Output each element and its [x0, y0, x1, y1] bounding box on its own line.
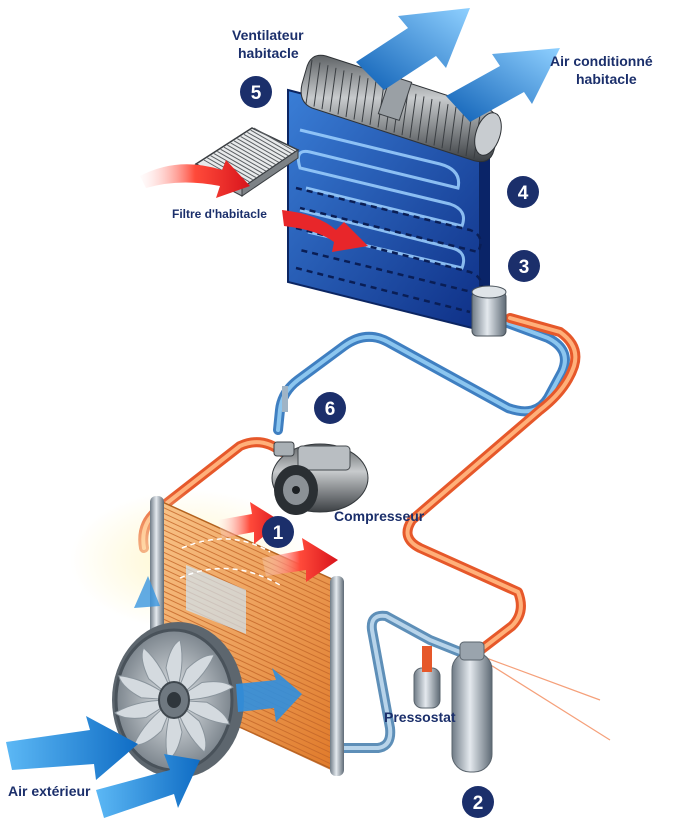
label-air-exterieur: Air extérieur — [8, 783, 91, 799]
receiver-drier — [452, 642, 492, 772]
label-air-cond-line2: habitacle — [576, 71, 637, 87]
cold-air-out-arrow-2 — [446, 48, 560, 122]
marker-4: 4 — [507, 176, 539, 208]
marker-6: 6 — [314, 392, 346, 424]
marker-2: 2 — [462, 786, 494, 818]
expansion-valve — [472, 286, 506, 336]
marker-5: 5 — [240, 76, 272, 108]
label-filtre: Filtre d'habitacle — [172, 207, 267, 221]
condenser-outlet-pipe — [344, 616, 460, 748]
marker-3: 3 — [508, 250, 540, 282]
marker-1-text: 1 — [273, 523, 284, 544]
cold-air-out-arrow — [356, 8, 470, 90]
pressostat-sensor — [414, 646, 440, 708]
radiator-fan-icon — [112, 622, 244, 778]
label-air-cond-line1: Air conditionné — [550, 53, 653, 69]
label-ventilateur-line2: habitacle — [238, 45, 299, 61]
label-compresseur: Compresseur — [334, 508, 425, 524]
marker-5-text: 5 — [251, 83, 262, 104]
marker-1: 1 — [262, 516, 294, 548]
label-ventilateur-line1: Ventilateur — [232, 27, 304, 43]
label-pressostat: Pressostat — [384, 709, 456, 725]
marker-3-text: 3 — [519, 257, 530, 278]
marker-2-text: 2 — [473, 793, 484, 814]
marker-4-text: 4 — [518, 183, 529, 204]
marker-6-text: 6 — [325, 399, 336, 420]
